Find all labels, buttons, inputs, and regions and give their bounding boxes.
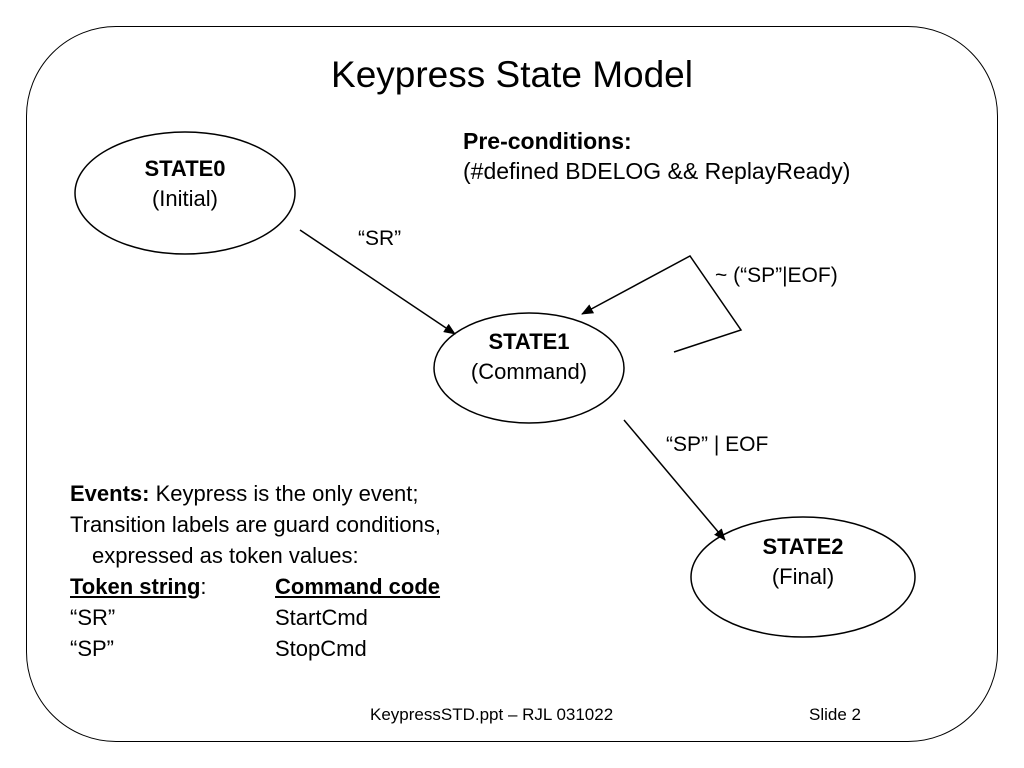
footer-source: KeypressSTD.ppt – RJL 031022 (370, 705, 614, 724)
state1-name: STATE1 (488, 329, 570, 354)
preconditions-heading: Pre-conditions: (463, 128, 632, 154)
events-line-1: Events: Keypress is the only event; (70, 478, 441, 509)
state2-name: STATE2 (762, 534, 844, 559)
preconditions-text: (#defined BDELOG && ReplayReady) (463, 158, 851, 184)
command-code-header: Command code (275, 574, 441, 599)
transition-sr-arrow (299, 229, 456, 335)
state0-subtitle: (Initial) (151, 186, 218, 211)
state0-label: STATE0 (Initial) (95, 154, 275, 214)
transition-self-loop-arrow (581, 255, 743, 353)
transition-sr-label: “SR” (358, 227, 402, 250)
command-cell: StartCmd (275, 605, 368, 630)
token-header-colon: : (200, 574, 207, 599)
state0-name: STATE0 (144, 156, 226, 181)
token-string-header: Token string (70, 574, 201, 599)
transition-sp-label: “SP” | EOF (666, 433, 769, 456)
state1-node (433, 312, 625, 424)
table-row: “SP” StopCmd (70, 633, 441, 664)
token-cell: “SP” (70, 636, 114, 661)
command-cell: StopCmd (275, 636, 367, 661)
events-line1-text: Keypress is the only event; (149, 481, 419, 506)
slide-title: Keypress State Model (331, 54, 693, 95)
state1-label: STATE1 (Command) (439, 327, 619, 387)
events-legend: Events: Keypress is the only event; Tran… (70, 478, 441, 664)
state0-node (74, 131, 296, 255)
table-row: “SR” StartCmd (70, 602, 441, 633)
state2-subtitle: (Final) (771, 564, 835, 589)
token-table-header: Token string: Command code (70, 571, 441, 602)
events-line-2: Transition labels are guard conditions, (70, 512, 441, 537)
transition-self-loop-label: ~ (“SP”|EOF) (715, 264, 838, 287)
footer-slide-number: Slide 2 (809, 705, 861, 724)
token-cell: “SR” (70, 605, 116, 630)
events-line-3: expressed as token values: (92, 543, 359, 568)
events-heading: Events: (70, 481, 150, 506)
state2-label: STATE2 (Final) (713, 532, 893, 592)
state1-subtitle: (Command) (470, 359, 588, 384)
preconditions: Pre-conditions: (#defined BDELOG && Repl… (463, 126, 850, 186)
transition-sp-arrow (623, 419, 726, 541)
state2-node (690, 516, 916, 638)
slide-frame (26, 26, 998, 742)
